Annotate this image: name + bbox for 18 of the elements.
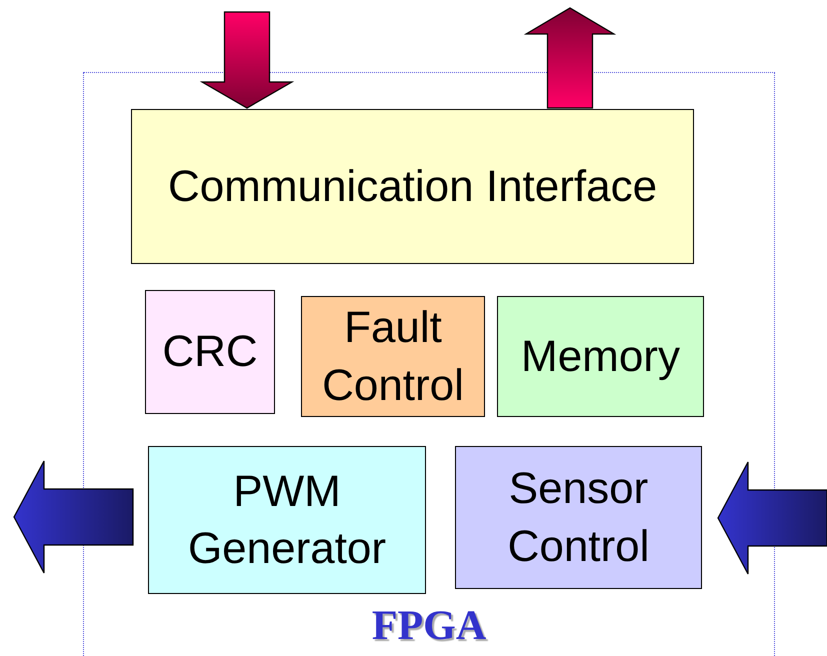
- block-arrow: [200, 11, 294, 109]
- block-label: Sensor Control: [506, 463, 650, 572]
- block-box: [455, 446, 702, 589]
- block-box: [145, 290, 275, 414]
- block-arrow: [524, 7, 616, 109]
- block-label: CRC: [162, 326, 258, 378]
- block-box: [301, 296, 485, 417]
- block-label: PWM Generator: [186, 466, 388, 575]
- block-arrow: [717, 461, 827, 575]
- chip-label: FPGA: [372, 605, 486, 647]
- block-box: [148, 446, 426, 594]
- block-label: Fault Control: [321, 302, 465, 412]
- block-box: [497, 296, 704, 417]
- block-label: Communication Interface: [168, 160, 658, 213]
- block-box: [131, 109, 694, 264]
- dotted-boundary: [83, 72, 775, 656]
- block-label: Memory: [521, 330, 680, 383]
- block-arrow: [13, 460, 134, 574]
